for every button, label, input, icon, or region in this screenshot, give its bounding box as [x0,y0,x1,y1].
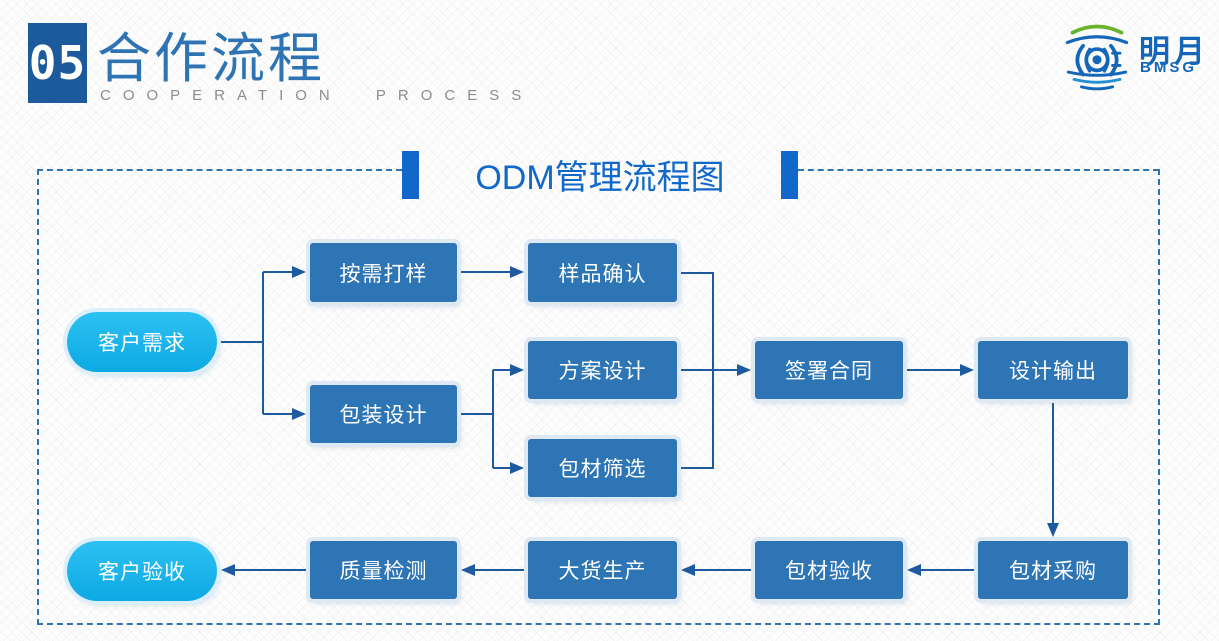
diagram-title: ODM管理流程图 [475,159,725,197]
section-title-en: COOPERATION PROCESS [100,87,534,104]
title-accent-bar-right [781,151,798,199]
node-packaging-design: 包装设计 [310,385,457,443]
node-design-output: 设计输出 [978,341,1128,399]
node-mass-production: 大货生产 [528,541,677,599]
section-number-badge: 05 [28,23,87,103]
title-accent-bar-left [402,151,419,199]
frame-border-top-right [798,169,1159,171]
frame-border-bottom [37,623,1160,625]
node-sign-contract: 签署合同 [755,341,903,399]
node-material-acceptance: 包材验收 [755,541,903,599]
company-name-cn: 明月 [1139,34,1209,69]
edge-confirm-screening-junction [677,272,714,469]
node-material-purchase: 包材采购 [978,541,1128,599]
node-customer-acceptance: 客户验收 [67,541,217,601]
frame-border-top-left [37,169,402,171]
node-quality-inspection: 质量检测 [310,541,457,599]
frame-border-right [1158,169,1160,625]
company-name-en: BMSG [1140,59,1197,76]
frame-border-left [37,169,39,625]
node-material-screening: 包材筛选 [528,439,677,497]
node-sample-on-demand: 按需打样 [310,243,457,302]
company-logo-icon [1065,24,1129,91]
node-customer-demand: 客户需求 [67,312,217,372]
node-sample-confirm: 样品确认 [528,243,677,302]
node-solution-design: 方案设计 [528,341,677,399]
section-title-cn: 合作流程 [97,27,325,90]
